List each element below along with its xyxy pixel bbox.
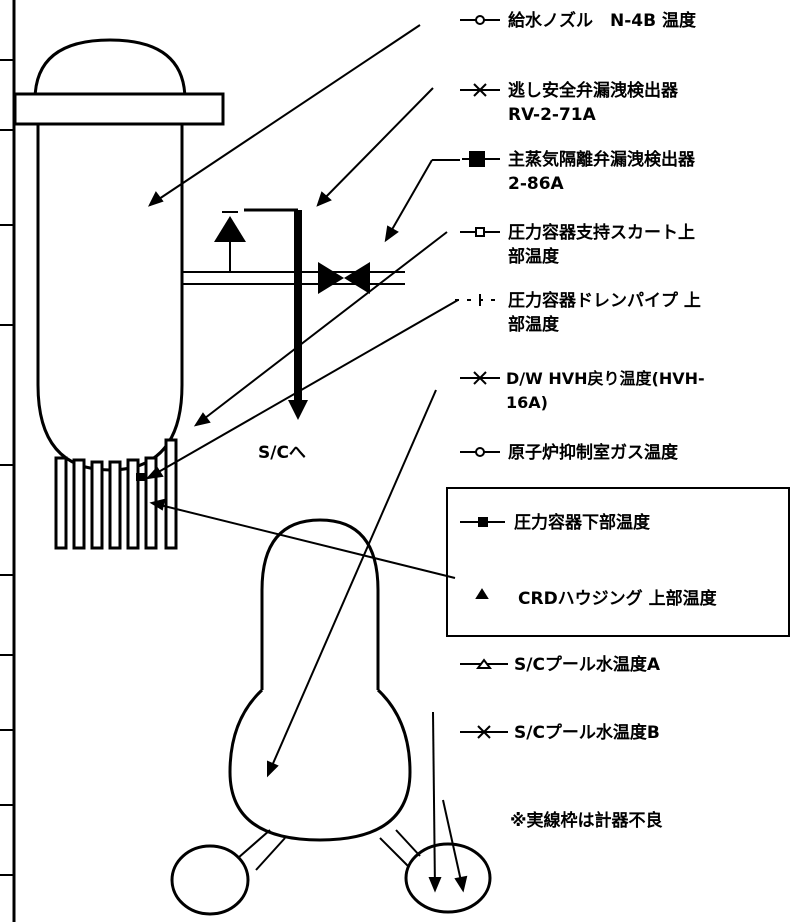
legend-label-rpv-bottom-temp: 圧力容器下部温度 xyxy=(514,512,651,533)
legend-label-suppression-gas-temp: 原子炉抑制室ガス温度 xyxy=(508,442,679,463)
legend-label-dw-hvh-return-temp: D/W HVH戻り温度(HVH- 16A) xyxy=(506,369,710,412)
legend-label-msiv-leak-detector: 主蒸気隔離弁漏洩検出器 2-86A xyxy=(508,149,701,194)
reactor-pressure-vessel xyxy=(13,38,225,472)
legend-label-crd-housing-temp: CRDハウジング 上部温度 xyxy=(518,588,718,609)
suppression-chamber xyxy=(170,518,492,916)
footnote: ※実線枠は計器不良 xyxy=(510,810,663,831)
legend-label-drain-pipe-temp: 圧力容器ドレンパイプ 上 部温度 xyxy=(508,290,707,335)
steam-piping xyxy=(182,208,405,420)
legend-label-sc-pool-temp-a: S/Cプール水温度A xyxy=(514,654,661,675)
pipe-destination-label: S/Cへ xyxy=(258,443,306,463)
leader-lines xyxy=(145,24,468,893)
legend-label-skirt-upper-temp: 圧力容器支持スカート上 部温度 xyxy=(508,222,701,267)
legend-markers xyxy=(455,15,508,739)
legend-label-sc-pool-temp-b: S/Cプール水温度B xyxy=(514,722,660,743)
legend-label-feedwater-nozzle: 給水ノズル N-4B 温度 xyxy=(508,10,697,31)
legend-box xyxy=(446,487,790,637)
containment-wall xyxy=(0,0,16,922)
legend-label-srv-leak-detector: 逃し安全弁漏洩検出器 RV-2-71A xyxy=(508,80,684,125)
crd-housings xyxy=(54,438,178,550)
legend-labels: 給水ノズル N-4B 温度 逃し安全弁漏洩検出器 RV-2-71A 主蒸気隔離弁… xyxy=(506,10,718,743)
